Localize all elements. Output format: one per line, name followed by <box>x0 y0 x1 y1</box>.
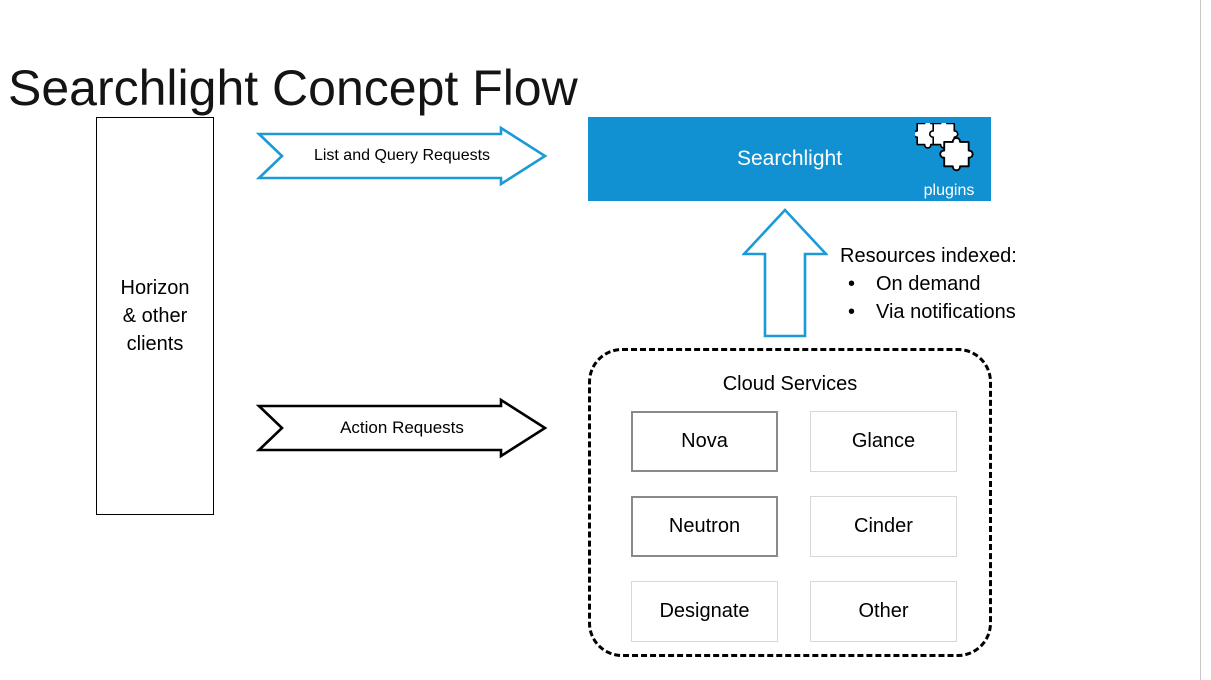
plugins-group: plugins <box>913 123 985 199</box>
service-label: Cinder <box>854 515 913 537</box>
clients-box: Horizon & other clients <box>96 117 214 515</box>
puzzle-pieces-icon <box>915 123 974 172</box>
service-box-glance: Glance <box>810 411 957 472</box>
searchlight-label: Searchlight <box>736 147 843 170</box>
searchlight-bar: Searchlight plugins <box>588 117 991 201</box>
service-box-neutron: Neutron <box>631 496 778 557</box>
list-item: • Via notifications <box>840 298 1080 326</box>
plugins-caption: plugins <box>923 182 975 199</box>
clients-line-2: & other <box>122 305 188 327</box>
arrow-action-requests: Action Requests <box>255 397 548 459</box>
resources-indexed-list: • On demand • Via notifications <box>840 270 1080 326</box>
resources-indexed-title: Resources indexed: <box>840 245 1017 267</box>
service-label: Neutron <box>668 515 741 537</box>
cloud-services-title: Cloud Services <box>722 373 858 395</box>
clients-box-label: Horizon & other clients <box>121 274 190 358</box>
page-title: Searchlight Concept Flow <box>8 60 578 116</box>
cloud-services-grid: Nova Glance Neutron Cinder Designate Oth… <box>631 411 957 647</box>
arrow-index-up <box>742 208 828 338</box>
service-label: Other <box>858 600 909 622</box>
service-box-nova: Nova <box>631 411 778 472</box>
service-label: Glance <box>851 430 916 452</box>
service-label: Nova <box>681 430 728 452</box>
service-box-designate: Designate <box>631 581 778 642</box>
cloud-services-container: Cloud Services Nova Glance Neutron Cinde… <box>588 348 992 657</box>
service-box-other: Other <box>810 581 957 642</box>
bullet-glyph: • <box>848 301 856 323</box>
clients-line-1: Horizon <box>120 277 190 299</box>
list-item: • On demand <box>840 270 1080 298</box>
service-box-cinder: Cinder <box>810 496 957 557</box>
bullet-glyph: • <box>848 273 856 295</box>
list-item-label: On demand <box>876 273 981 295</box>
clients-line-3: clients <box>126 333 184 355</box>
slide-edge-rule <box>1200 0 1201 680</box>
arrow-list-and-query-requests: List and Query Requests <box>255 125 548 187</box>
list-item-label: Via notifications <box>876 301 1016 323</box>
resources-indexed-block: Resources indexed: • On demand • Via not… <box>840 242 1080 326</box>
service-label: Designate <box>659 600 750 622</box>
